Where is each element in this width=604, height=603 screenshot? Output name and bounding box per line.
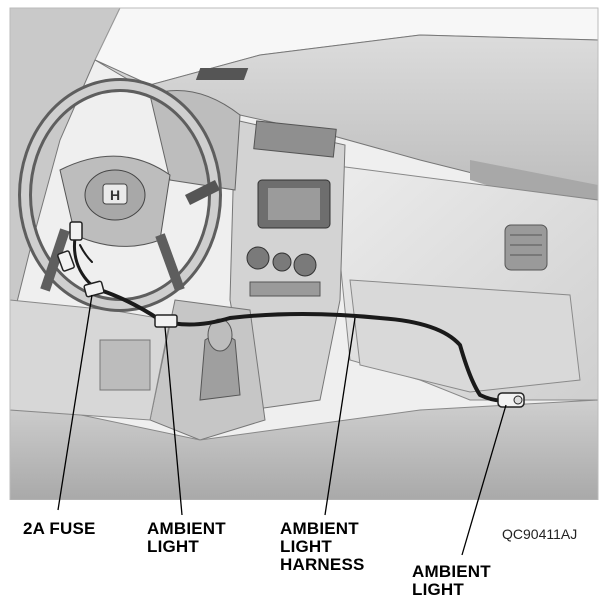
figure-code: QC90411AJ — [502, 526, 578, 542]
hvac-knob-left — [246, 246, 270, 270]
lower-switch-panel — [99, 339, 151, 391]
hvac-knob-center — [272, 252, 292, 272]
label-ambient-light-right: AMBIENT LIGHT — [412, 563, 491, 599]
label-line: AMBIENT — [280, 519, 359, 538]
ambient-light-right — [497, 392, 525, 408]
harness-connector-lower — [57, 250, 75, 272]
fuse-connector — [83, 280, 105, 298]
harness-connector-upper — [69, 221, 83, 241]
label-line: AMBIENT — [147, 519, 226, 538]
hvac-knob-right — [293, 253, 317, 277]
label-line: LIGHT — [147, 537, 199, 556]
hvac-buttons — [249, 281, 321, 297]
ambient-light-left — [154, 314, 178, 328]
label-line: LIGHT — [280, 537, 332, 556]
leader-fuse — [57, 294, 93, 511]
label-2a-fuse: 2A FUSE — [23, 519, 96, 538]
glovebox — [349, 279, 581, 393]
leader-ambient-right — [461, 404, 507, 556]
label-line: AMBIENT — [412, 562, 491, 581]
label-ambient-light-harness: AMBIENT LIGHT HARNESS — [280, 520, 365, 574]
svg-text:H: H — [110, 187, 120, 203]
label-ambient-light-left: AMBIENT LIGHT — [147, 520, 226, 556]
honda-logo-icon: H — [102, 183, 128, 205]
turn-signal-stalk — [185, 180, 220, 205]
steering-wheel: H — [18, 78, 222, 312]
side-air-vent — [504, 224, 548, 271]
defroster-vent — [195, 68, 249, 80]
audio-screen — [268, 188, 320, 220]
label-line: HARNESS — [280, 555, 365, 574]
dashboard-illustration: H — [9, 7, 599, 500]
leader-harness — [324, 317, 356, 516]
leader-ambient-left — [164, 326, 183, 516]
center-vents — [253, 120, 337, 158]
label-line: LIGHT — [412, 580, 464, 599]
illustration-frame — [9, 7, 599, 500]
